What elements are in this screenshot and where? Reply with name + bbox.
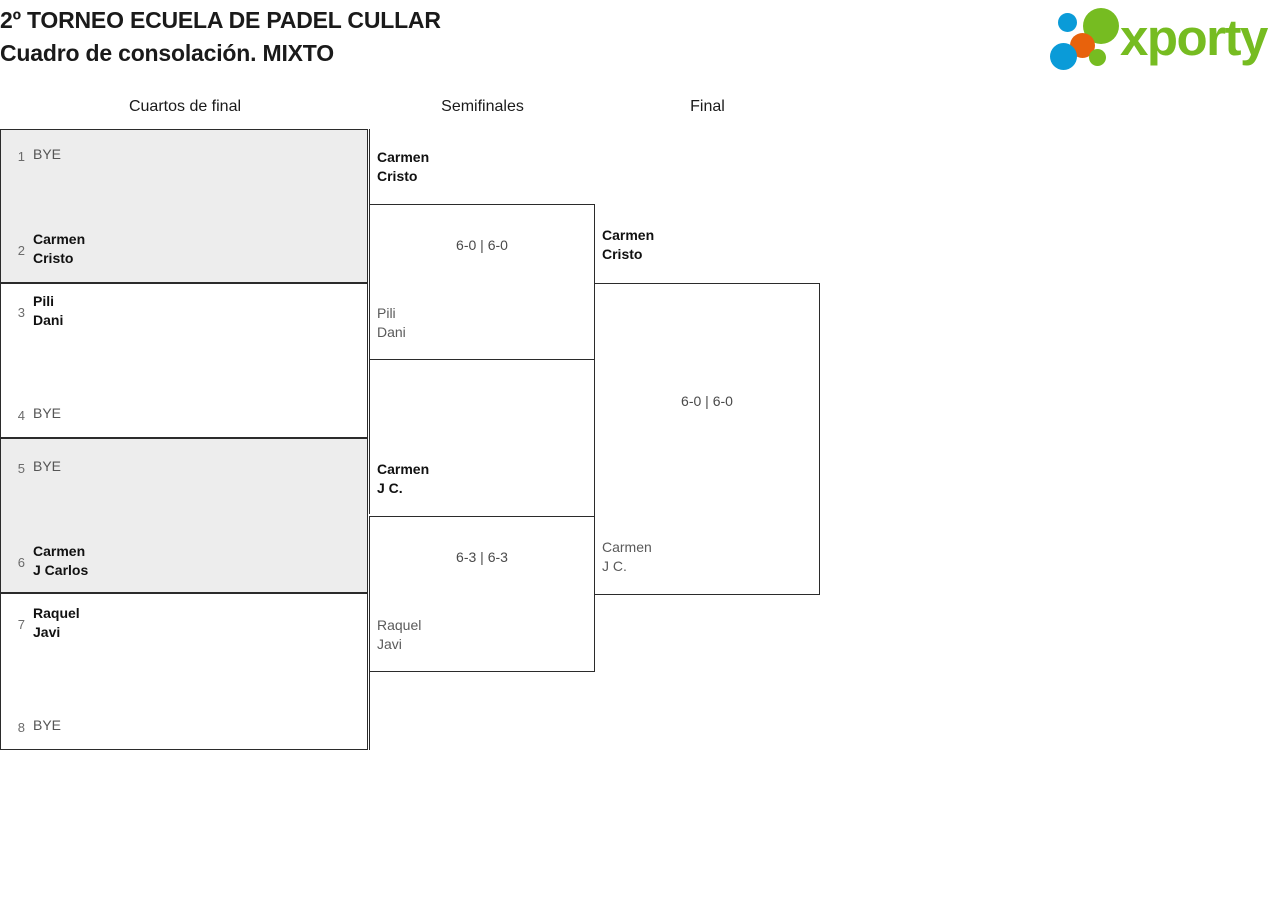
entrant-line-1: Carmen: [377, 461, 430, 477]
connector-final-bottom: [594, 595, 595, 672]
entrant-line-1: BYE: [33, 146, 62, 162]
entrant-line-2: Cristo: [377, 168, 418, 184]
entrant-line-2: Dani: [33, 312, 64, 328]
round-header-final: Final: [690, 98, 725, 115]
entrant-names: Pili Dani: [377, 304, 406, 342]
qf-block-4[interactable]: [0, 593, 368, 750]
seed-number: 3: [17, 305, 25, 320]
tournament-title: 2º TORNEO ECUELA DE PADEL CULLAR: [0, 7, 441, 33]
entrant-names: Carmen Cristo: [377, 148, 429, 186]
entrant-line-1: Carmen: [602, 539, 652, 555]
connector-final-top: [594, 204, 595, 284]
match-box-semifinal-1[interactable]: [369, 204, 595, 360]
connector-sf1-bottom: [369, 360, 370, 438]
logo-dot-green-small: [1089, 49, 1106, 66]
entrant-names: Carmen J Carlos: [33, 542, 88, 580]
qf-block-3[interactable]: [0, 438, 368, 593]
seed-number: 2: [17, 243, 25, 258]
entrant-line-2: Cristo: [602, 246, 643, 262]
seed-number: 6: [17, 555, 25, 570]
round-header-semifinals: Semifinales: [441, 98, 524, 115]
connector-sf1-top: [369, 129, 370, 205]
qf-block-1[interactable]: [0, 129, 368, 283]
entrant-line-1: BYE: [33, 717, 62, 733]
seed-number: 5: [17, 461, 25, 476]
entrant-line-2: Dani: [377, 324, 406, 340]
entrant-names: BYE: [33, 457, 61, 476]
semifinal-2-score: 6-3 | 6-3: [456, 549, 508, 565]
entrant-line-2: Cristo: [33, 250, 74, 266]
semifinal-1-score: 6-0 | 6-0: [456, 237, 508, 253]
match-box-final[interactable]: [594, 283, 820, 595]
logo-dot-blue-large: [1050, 43, 1077, 70]
tournament-bracket: 1 BYE 2 Carmen Cristo 3 Pili Dani 4 BYE …: [0, 129, 830, 759]
page-header: 2º TORNEO ECUELA DE PADEL CULLAR Cuadro …: [0, 0, 1280, 88]
seed-number: 8: [17, 720, 25, 735]
entrant-line-2: Javi: [377, 636, 402, 652]
qf-block-2[interactable]: [0, 283, 368, 438]
entrant-line-2: J Carlos: [33, 562, 89, 578]
entrant-line-2: Javi: [33, 624, 61, 640]
entrant-names: Carmen J C.: [377, 460, 429, 498]
entrant-line-1: Raquel: [377, 617, 422, 633]
entrant-names: Raquel Javi: [33, 604, 80, 642]
seed-number: 1: [17, 149, 25, 164]
entrant-line-1: BYE: [33, 405, 62, 421]
entrant-names: Carmen Cristo: [33, 230, 85, 268]
seed-number: 7: [17, 617, 25, 632]
round-header-quarterfinals: Cuartos de final: [128, 98, 242, 115]
match-box-semifinal-2[interactable]: [369, 516, 595, 672]
entrant-names: Raquel Javi: [377, 616, 421, 654]
final-score: 6-0 | 6-0: [681, 393, 733, 409]
entrant-line-1: Carmen: [33, 231, 86, 247]
entrant-line-1: BYE: [33, 458, 62, 474]
entrant-line-1: Carmen: [33, 543, 86, 559]
entrant-line-1: Raquel: [33, 605, 80, 621]
bracket-subtitle: Cuadro de consolación. MIXTO: [0, 40, 334, 66]
entrant-names: BYE: [33, 404, 61, 423]
logo-wordmark: xporty: [1120, 9, 1268, 66]
seed-number: 4: [17, 408, 25, 423]
connector-sf2-bottom: [369, 672, 370, 750]
entrant-names: Pili Dani: [33, 292, 63, 330]
entrant-line-2: J C.: [602, 558, 627, 574]
entrant-names: Carmen Cristo: [602, 226, 654, 264]
entrant-names: BYE: [33, 145, 61, 164]
entrant-line-1: Carmen: [377, 149, 430, 165]
entrant-names: BYE: [33, 716, 61, 735]
logo-dot-blue-small: [1058, 13, 1077, 32]
entrant-line-1: Pili: [33, 293, 55, 309]
entrant-names: Carmen J C.: [602, 538, 652, 576]
entrant-line-1: Carmen: [602, 227, 655, 243]
title-block: 2º TORNEO ECUELA DE PADEL CULLAR Cuadro …: [0, 4, 441, 70]
entrant-line-2: J C.: [377, 480, 403, 496]
xporty-logo[interactable]: xporty: [1048, 7, 1273, 70]
entrant-line-1: Pili: [377, 305, 396, 321]
logo-dots-mark: [1048, 7, 1122, 70]
connector-sf2-top: [369, 438, 370, 514]
